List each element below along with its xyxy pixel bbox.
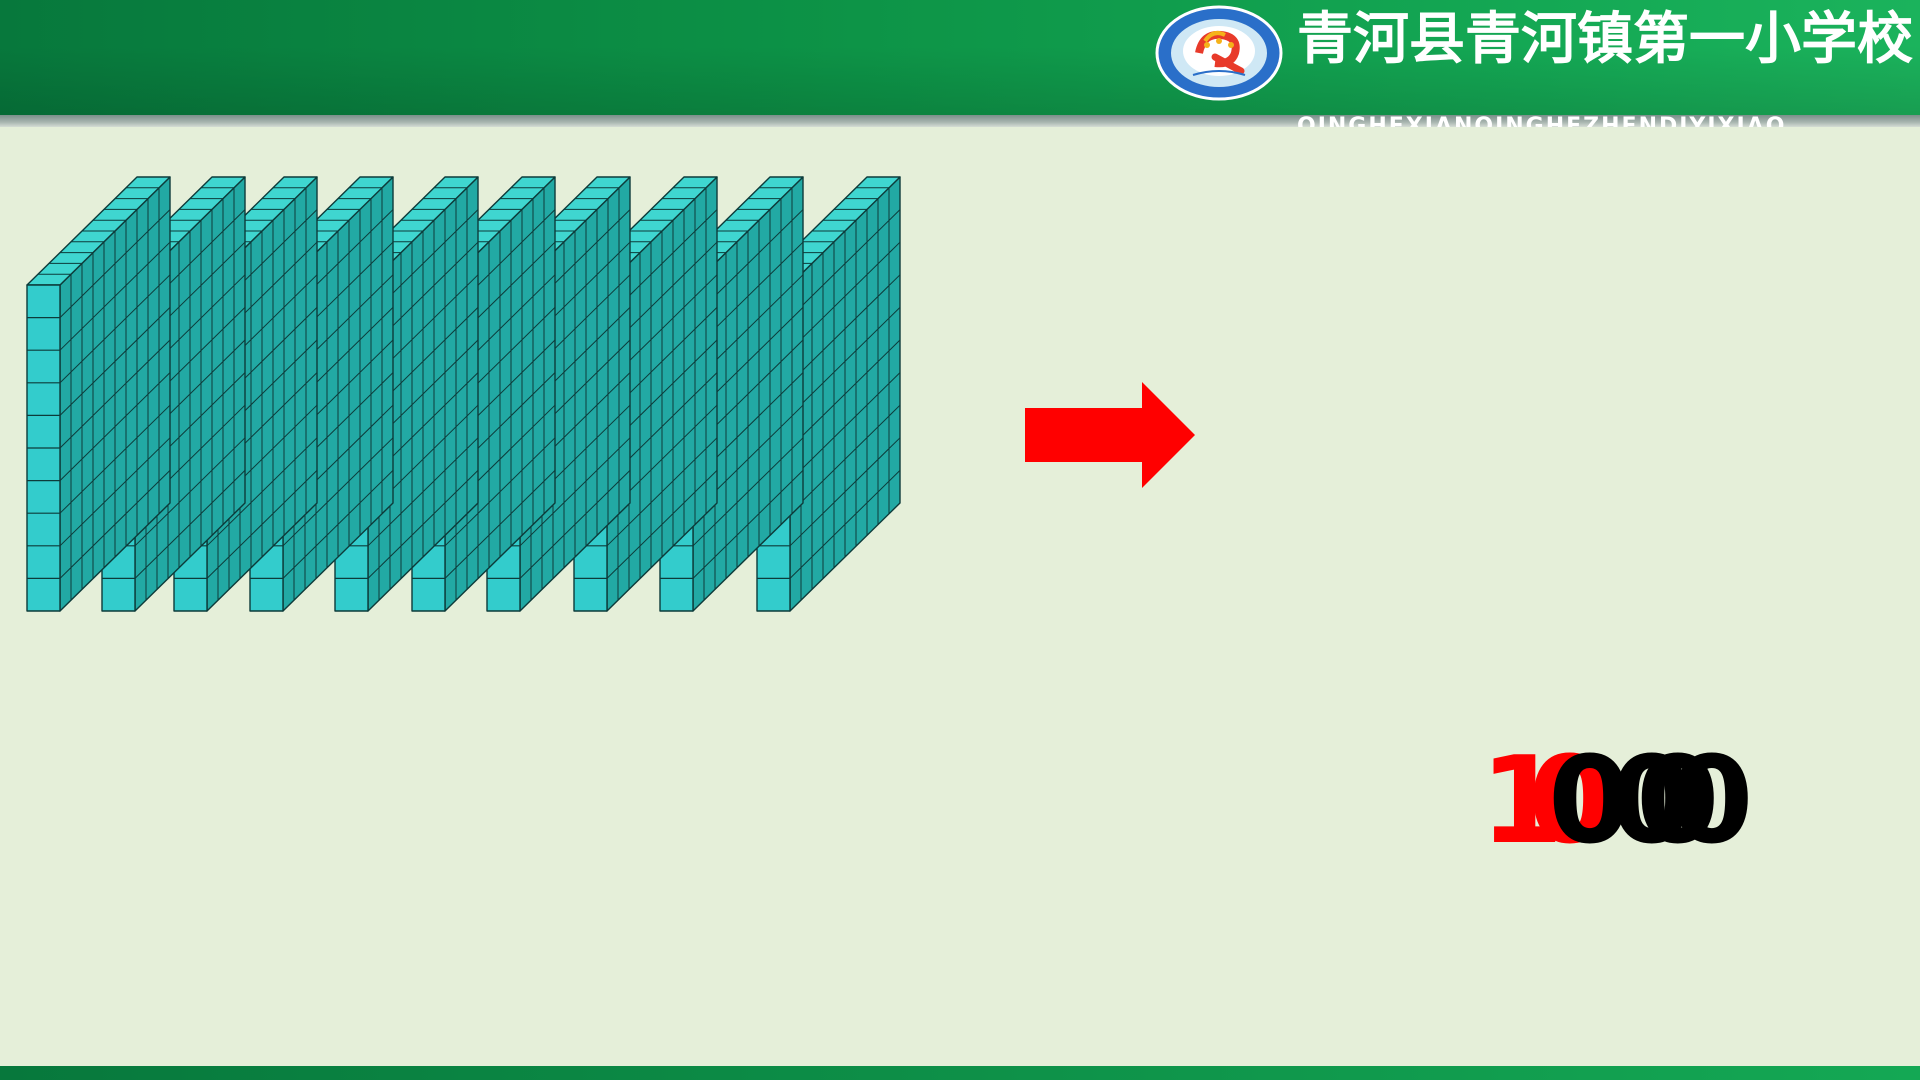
number-display: 1 0 0 0 0 0 [1480,742,1780,862]
school-pinyin-text: QINGHEXIANQINGHEZHENDIYIXIAO [1297,114,1787,127]
block-plate [26,176,171,612]
header-shade [0,0,1920,115]
footer-bar [0,1066,1920,1080]
right-arrow-icon [1025,382,1195,488]
number-digit-black: 0 [1670,732,1754,871]
school-name-pinyin: QINGHEXIANQINGHEZHENDIYIXIAO [1297,112,1920,127]
number-digit-black: 0 [1548,732,1632,871]
number-digit-black: 0 [1610,732,1694,871]
school-emblem-icon [1155,5,1283,101]
header-bar: 青河县青河镇第一小学校 [0,0,1920,115]
number-digit-red: 0 [1528,732,1612,871]
number-digit-black: 0 [1636,732,1720,871]
number-digit-red: 1 [1480,732,1564,871]
header-divider [0,115,1920,127]
school-name-title: 青河县青河镇第一小学校 [1297,7,1913,72]
